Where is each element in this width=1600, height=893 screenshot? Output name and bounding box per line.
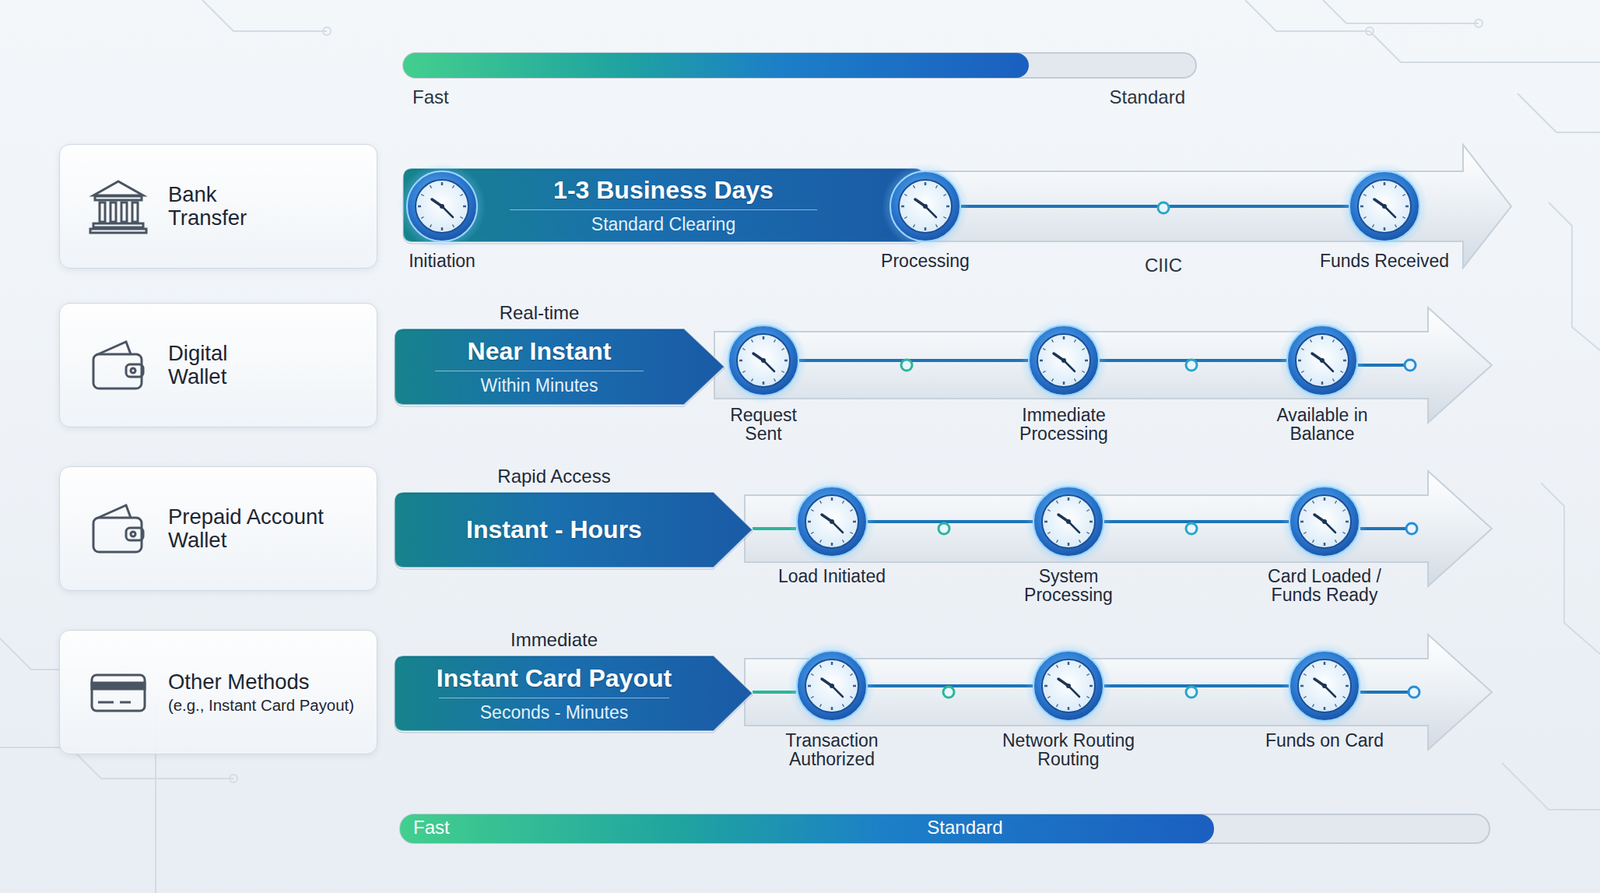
- banner-shadow: [394, 493, 753, 569]
- banner-rule: [438, 697, 669, 699]
- clock-icon: [1032, 649, 1105, 722]
- timing-title: Instant Card Payout: [436, 663, 672, 693]
- banner-rule: [509, 209, 818, 211]
- timeline-connector: [1104, 684, 1289, 688]
- step-label: Available in Balance: [1259, 405, 1385, 443]
- clock-step: Immediate Processing: [1028, 324, 1100, 397]
- banner-shadow: [394, 329, 725, 407]
- timeline-connector: [799, 358, 1029, 362]
- clock-icon: [1288, 649, 1361, 722]
- timing-banner: ImmediateInstant Card PayoutSeconds - Mi…: [394, 655, 753, 731]
- clock-icon: [796, 485, 868, 558]
- method-card: Bank Transfer: [59, 143, 378, 269]
- clock-step: System Processing: [1032, 485, 1105, 558]
- step-label: Request Sent: [716, 405, 811, 443]
- timing-subtitle: Standard Clearing: [591, 214, 736, 236]
- step-label: Card Loaded / Funds Ready: [1246, 566, 1403, 604]
- method-name: Bank Transfer: [168, 182, 285, 229]
- timing-subtitle: Within Minutes: [480, 375, 599, 397]
- clock-step: Processing: [889, 170, 962, 243]
- clock-step: Transaction Authorized: [796, 649, 868, 722]
- timeline-connector: [961, 204, 1349, 208]
- step-label: Funds on Card: [1246, 730, 1403, 750]
- method-note: (e.g., Instant Card Payout): [168, 696, 369, 714]
- timing-title: 1-3 Business Days: [553, 175, 774, 205]
- step-label: Immediate Processing: [1001, 405, 1127, 443]
- wallet-icon: [87, 333, 150, 397]
- step-label: Processing: [847, 251, 1004, 271]
- method-card: Prepaid Account Wallet: [59, 466, 378, 591]
- clock-step: Card Loaded / Funds Ready: [1288, 485, 1361, 558]
- method-card: Digital Wallet: [59, 302, 378, 428]
- clock-icon: [727, 324, 800, 397]
- clock-step: Funds Received: [1348, 170, 1421, 243]
- method-card: Other Methods (e.g., Instant Card Payout): [59, 629, 378, 755]
- timeline-segment: [752, 364, 1415, 692]
- step-label: Transaction Authorized: [769, 730, 895, 769]
- speed-heading: Immediate: [394, 628, 714, 651]
- timing-subtitle: Seconds - Minutes: [480, 701, 629, 723]
- step-label: System Processing: [1006, 566, 1131, 604]
- timeline-connector: [1104, 519, 1289, 523]
- method-name: Other Methods: [168, 670, 369, 694]
- speed-heading: Real-time: [394, 301, 685, 324]
- timing-banner: Rapid AccessInstant - Hours: [394, 491, 753, 568]
- clock-icon: [1032, 485, 1105, 558]
- clock-step: Load Initiated: [796, 485, 868, 558]
- clock-step: Available in Balance: [1286, 324, 1358, 397]
- speed-scale-label: Standard: [926, 817, 1003, 838]
- wallet-icon: [87, 497, 150, 560]
- clock-icon: [1028, 324, 1100, 397]
- clock-step: Initiation: [406, 170, 478, 243]
- clock-icon: [1286, 324, 1358, 397]
- speed-scale-label: Standard: [1109, 87, 1186, 108]
- timeline-dot: [901, 202, 1420, 698]
- timing-title: Near Instant: [467, 336, 612, 366]
- speed-heading: Rapid Access: [394, 465, 714, 488]
- method-name: Digital Wallet: [168, 341, 285, 388]
- banner-fill: [394, 491, 753, 568]
- clock-icon: [1348, 170, 1421, 243]
- step-label: Network Routing Routing: [990, 730, 1147, 769]
- timeline-connector: [867, 519, 1033, 523]
- clock-icon: [796, 649, 868, 722]
- timing-banner: Real-timeNear InstantWithin Minutes: [394, 328, 725, 405]
- method-icon: [87, 333, 150, 397]
- clock-icon: [889, 170, 962, 243]
- speed-scale-label: Fast: [413, 817, 450, 838]
- banner-fill: [394, 328, 725, 405]
- card-icon: [87, 660, 150, 723]
- banner-rule: [435, 370, 644, 372]
- clock-icon: [406, 170, 478, 243]
- banner-shadow: [394, 656, 753, 733]
- timing-title: Instant - Hours: [466, 515, 643, 544]
- step-label: Initiation: [364, 251, 520, 271]
- clock-icon: [1288, 485, 1361, 558]
- method-icon: [87, 175, 150, 238]
- step-label: Load Initiated: [754, 566, 910, 586]
- clock-step: Network Routing Routing: [1032, 649, 1105, 722]
- stage-label: CIIC: [1144, 255, 1183, 276]
- method-icon: [87, 660, 150, 723]
- clock-step: Request Sent: [727, 324, 800, 397]
- clock-step: Funds on Card: [1288, 649, 1361, 722]
- method-icon: [87, 497, 150, 560]
- speed-scale-label: Fast: [412, 87, 450, 108]
- method-name: Prepaid Account Wallet: [168, 505, 369, 551]
- banner-fill: [394, 655, 753, 731]
- step-label: Funds Received: [1298, 251, 1471, 271]
- bank-icon: [87, 175, 150, 238]
